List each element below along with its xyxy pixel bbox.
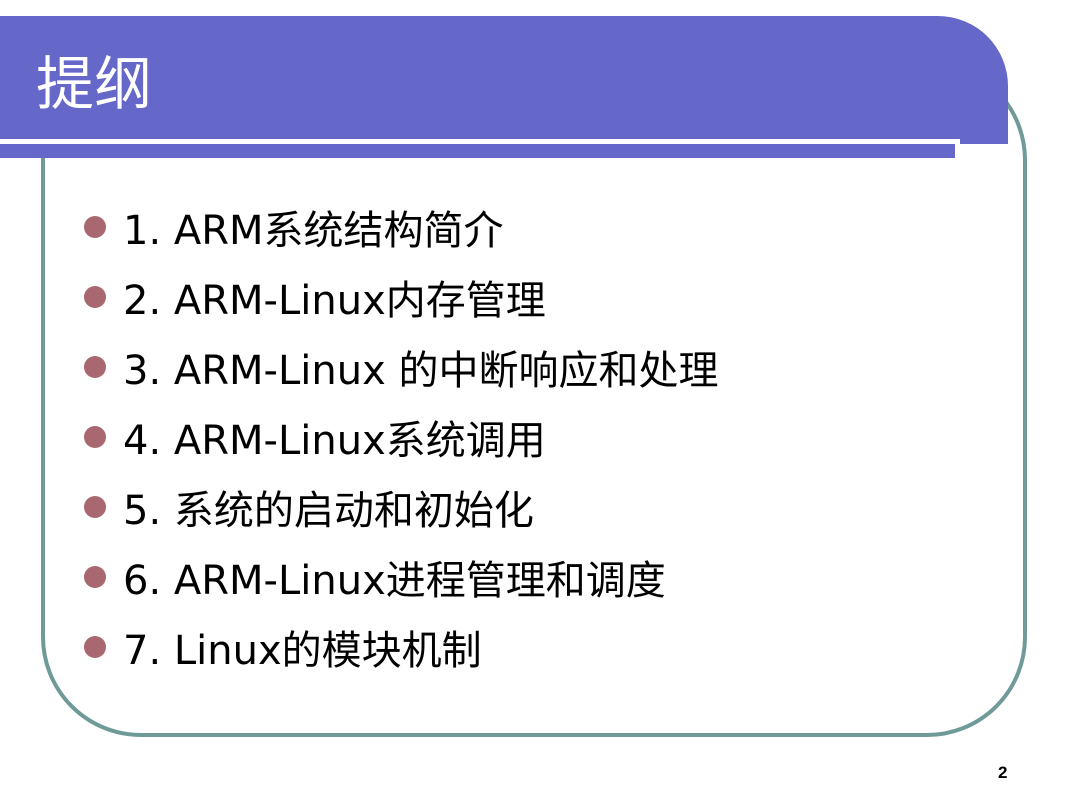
slide-title: 提纲 [36, 50, 153, 118]
outline-item: 4. ARM-Linux系统调用 [84, 402, 718, 472]
bullet-icon [84, 216, 106, 238]
page-number: 2 [998, 763, 1008, 782]
outline-item: 6. ARM-Linux进程管理和调度 [84, 542, 718, 612]
outline-item: 2. ARM-Linux内存管理 [84, 262, 718, 332]
bullet-icon [84, 426, 106, 448]
title-bar [0, 16, 1008, 144]
outline-item-text: 5. 系统的启动和初始化 [123, 488, 534, 534]
outline-item-text: 3. ARM-Linux 的中断响应和处理 [123, 348, 719, 394]
outline-item: 3. ARM-Linux 的中断响应和处理 [84, 332, 718, 402]
bullet-icon [84, 286, 106, 308]
title-underline [0, 144, 955, 158]
outline-item: 7. Linux的模块机制 [84, 612, 718, 682]
bullet-icon [84, 356, 106, 378]
outline-item: 1. ARM系统结构简介 [84, 192, 718, 262]
bullet-icon [84, 636, 106, 658]
outline-item: 5. 系统的启动和初始化 [84, 472, 718, 542]
outline-item-text: 6. ARM-Linux进程管理和调度 [123, 558, 666, 604]
bullet-icon [84, 496, 106, 518]
bullet-icon [84, 566, 106, 588]
outline-item-text: 1. ARM系统结构简介 [123, 208, 504, 254]
outline-list: 1. ARM系统结构简介 2. ARM-Linux内存管理 3. ARM-Lin… [84, 192, 718, 682]
outline-item-text: 2. ARM-Linux内存管理 [123, 278, 546, 324]
outline-item-text: 4. ARM-Linux系统调用 [123, 418, 546, 464]
title-underline-gap [0, 139, 960, 144]
outline-item-text: 7. Linux的模块机制 [123, 628, 482, 674]
